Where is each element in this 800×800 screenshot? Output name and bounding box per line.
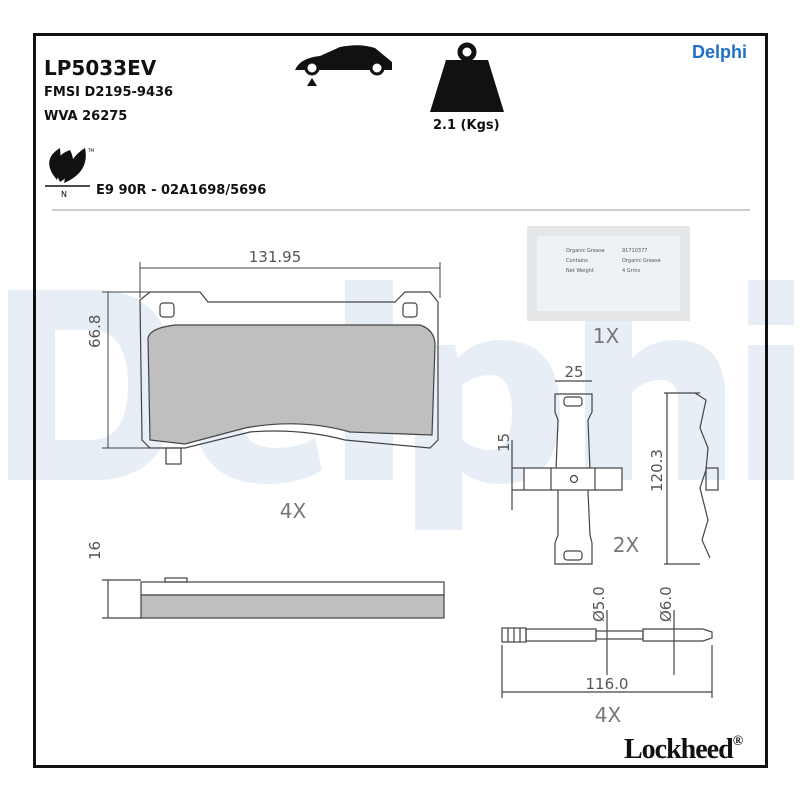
eco-label-n: N: [61, 190, 67, 199]
grease-label-v3: 4 Grms: [622, 268, 640, 274]
grease-label-v2: Organic Grease: [622, 258, 661, 264]
clip-width-dim: 25: [564, 363, 583, 381]
brake-pad-front: [139, 291, 439, 465]
fmsi-number: FMSI D2195-9436: [44, 85, 174, 100]
weight-value: 2.1 (Kgs): [433, 118, 500, 133]
pad-width-dim: 131.95: [249, 248, 302, 266]
pin-d2-dim: Ø6.0: [657, 586, 675, 622]
grease-label-l2: Contains: [566, 258, 588, 264]
grease-label-l3: Net Weight: [566, 268, 594, 274]
pin-qty: 4X: [595, 703, 622, 727]
grease-label-l1: Organic Grease: [566, 248, 605, 254]
grease-qty: 1X: [593, 324, 620, 348]
pad-qty: 4X: [280, 499, 307, 523]
lockheed-logo: Lockheed®: [624, 734, 743, 765]
clip-length-dim: 120.3: [648, 449, 666, 492]
pad-height-dim: 66.8: [86, 315, 104, 348]
eco-label-tm: TM: [87, 148, 94, 153]
weight-icon: [430, 42, 504, 112]
sheet-frame: [33, 33, 768, 768]
car-axle-icon: [295, 45, 392, 86]
pin-d1-dim: Ø5.0: [590, 586, 608, 622]
pin-length-dim: 116.0: [586, 675, 629, 693]
delphi-logo: Delphi: [692, 42, 748, 62]
spring-clip: [511, 380, 719, 565]
clip-qty: 2X: [613, 533, 640, 557]
wva-number: WVA 26275: [44, 109, 128, 124]
brake-pad-side: [102, 577, 445, 619]
pad-dimension-lines: [102, 262, 441, 449]
grease-label-v1: 91710377: [622, 248, 647, 254]
pad-thickness-dim: 16: [86, 541, 104, 560]
guide-pin: [501, 610, 713, 698]
eco-leaf-icon: N TM: [45, 148, 94, 199]
part-number: LP5033EV: [44, 56, 157, 80]
clip-offset-dim: 15: [495, 433, 513, 452]
grease-sachet: Organic Grease Contains Net Weight 91710…: [527, 226, 690, 321]
approval-number: E9 90R - 02A1698/5696: [96, 183, 267, 198]
